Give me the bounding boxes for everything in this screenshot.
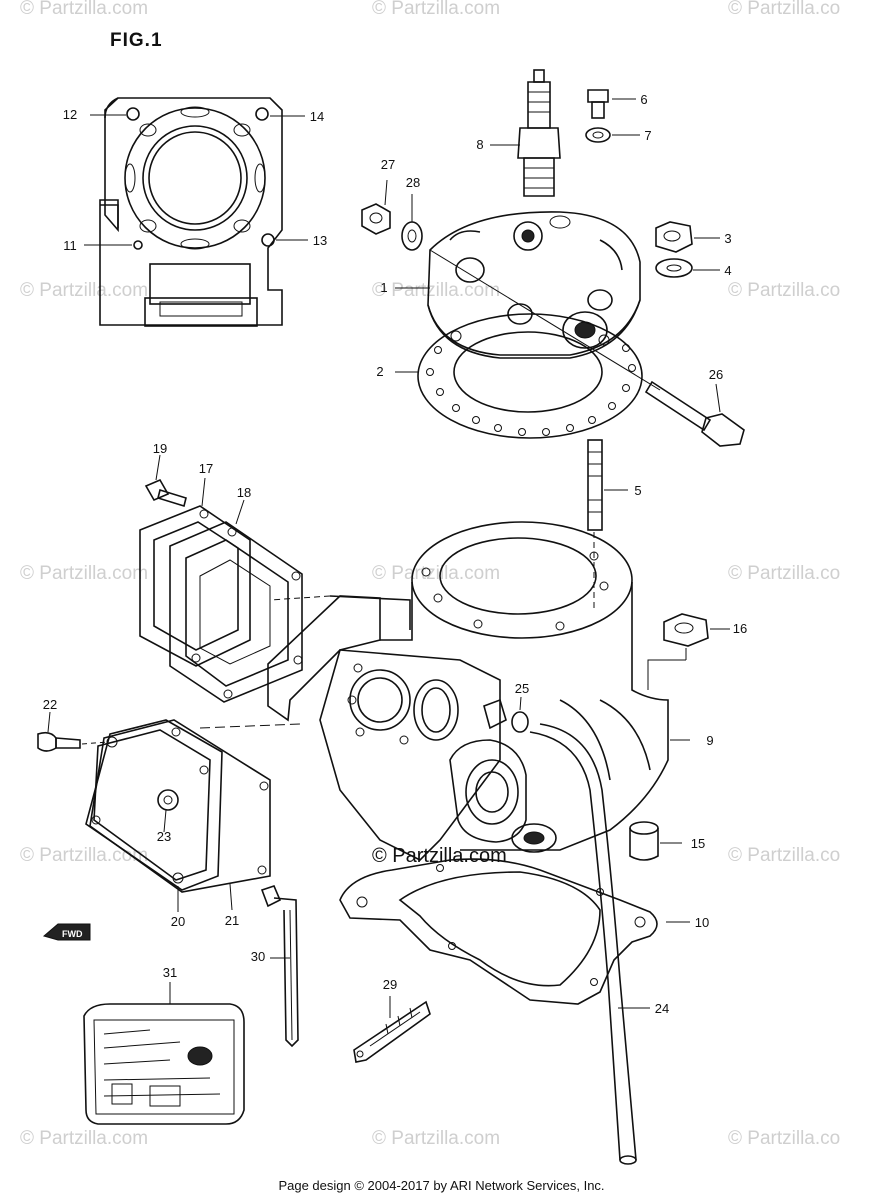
- callout-30[interactable]: 30: [250, 949, 266, 964]
- nut-drawing: [361, 203, 391, 235]
- stud-bolt-drawing: [587, 439, 603, 531]
- callout-20[interactable]: 20: [170, 914, 186, 929]
- bolt-drawing: [644, 380, 745, 447]
- watermark: © Partzilla.com: [20, 280, 149, 301]
- callout-19[interactable]: 19: [152, 441, 168, 456]
- spark-plug-drawing: [517, 69, 561, 197]
- base-gasket-drawing: [339, 858, 658, 1005]
- center-watermark: © Partzilla.com: [372, 845, 507, 867]
- watermark: © Partzilla.com: [20, 1128, 149, 1149]
- clamp-drawing: [353, 1000, 431, 1063]
- watermark: © Partzilla.com: [372, 1128, 501, 1149]
- forward-arrow-icon: FWD: [42, 923, 91, 941]
- watermark: © Partzilla.co: [728, 0, 841, 19]
- watermark: © Partzilla.co: [728, 1128, 841, 1149]
- head-gasket-drawing: [417, 313, 643, 439]
- direction-label: FWD: [62, 929, 83, 939]
- callout-10[interactable]: 10: [694, 915, 710, 930]
- callout-18[interactable]: 18: [236, 485, 252, 500]
- bolt-drawing: [37, 731, 81, 752]
- cover-drawing: [85, 719, 271, 893]
- callout-14[interactable]: 14: [309, 109, 325, 124]
- nut-drawing: [663, 613, 709, 647]
- callout-17[interactable]: 17: [198, 461, 214, 476]
- watermark: © Partzilla.co: [728, 563, 841, 584]
- callout-5[interactable]: 5: [634, 483, 642, 498]
- watermark: © Partzilla.com: [20, 563, 149, 584]
- callout-6[interactable]: 6: [640, 92, 648, 107]
- inset-cylinder-top-view: [99, 97, 283, 327]
- watermark: © Partzilla.co: [728, 845, 841, 866]
- watermark: © Partzilla.co: [728, 280, 841, 301]
- watermark: © Partzilla.com: [372, 280, 501, 301]
- callout-8[interactable]: 8: [476, 137, 484, 152]
- watermark: © Partzilla.com: [372, 0, 501, 19]
- callout-3[interactable]: 3: [724, 231, 732, 246]
- cylinder-head-drawing: [427, 211, 641, 359]
- callout-22[interactable]: 22: [42, 697, 58, 712]
- label-drawing: [83, 1003, 245, 1125]
- callout-15[interactable]: 15: [690, 836, 706, 851]
- clamp-drawing: [260, 885, 299, 1048]
- callout-23[interactable]: 23: [156, 829, 172, 844]
- callout-7[interactable]: 7: [644, 128, 652, 143]
- nut-drawing: [655, 221, 693, 253]
- callout-26[interactable]: 26: [708, 367, 724, 382]
- callout-16[interactable]: 16: [732, 621, 748, 636]
- callout-21[interactable]: 21: [224, 913, 240, 928]
- callout-29[interactable]: 29: [382, 977, 398, 992]
- watermark: © Partzilla.com: [20, 0, 149, 19]
- callout-25[interactable]: 25: [514, 681, 530, 696]
- page-footer: Page design © 2004-2017 by ARI Network S…: [278, 1178, 605, 1193]
- bolt-drawing: [587, 89, 609, 119]
- watermark: © Partzilla.com: [372, 563, 501, 584]
- callout-9[interactable]: 9: [706, 733, 714, 748]
- callout-31[interactable]: 31: [162, 965, 178, 980]
- watermark: © Partzilla.com: [20, 845, 149, 866]
- bolt-drawing: [144, 478, 187, 508]
- callout-27[interactable]: 27: [380, 157, 396, 172]
- intake-gasket-drawing: [139, 505, 303, 703]
- dowel-pin-drawing: [629, 821, 659, 861]
- callout-13[interactable]: 13: [312, 233, 328, 248]
- callout-2[interactable]: 2: [376, 364, 384, 379]
- callout-11[interactable]: 11: [63, 238, 77, 253]
- callout-28[interactable]: 28: [405, 175, 421, 190]
- washer-drawing: [401, 221, 423, 251]
- washer-drawing: [655, 258, 693, 278]
- figure-title: FIG.1: [110, 30, 163, 51]
- callout-24[interactable]: 24: [654, 1001, 670, 1016]
- callout-12[interactable]: 12: [62, 107, 78, 122]
- callout-4[interactable]: 4: [724, 263, 732, 278]
- washer-drawing: [585, 127, 611, 143]
- callout-1[interactable]: 1: [380, 280, 388, 295]
- hose-drawing: [529, 731, 621, 1161]
- cylinder-drawing: [267, 521, 669, 861]
